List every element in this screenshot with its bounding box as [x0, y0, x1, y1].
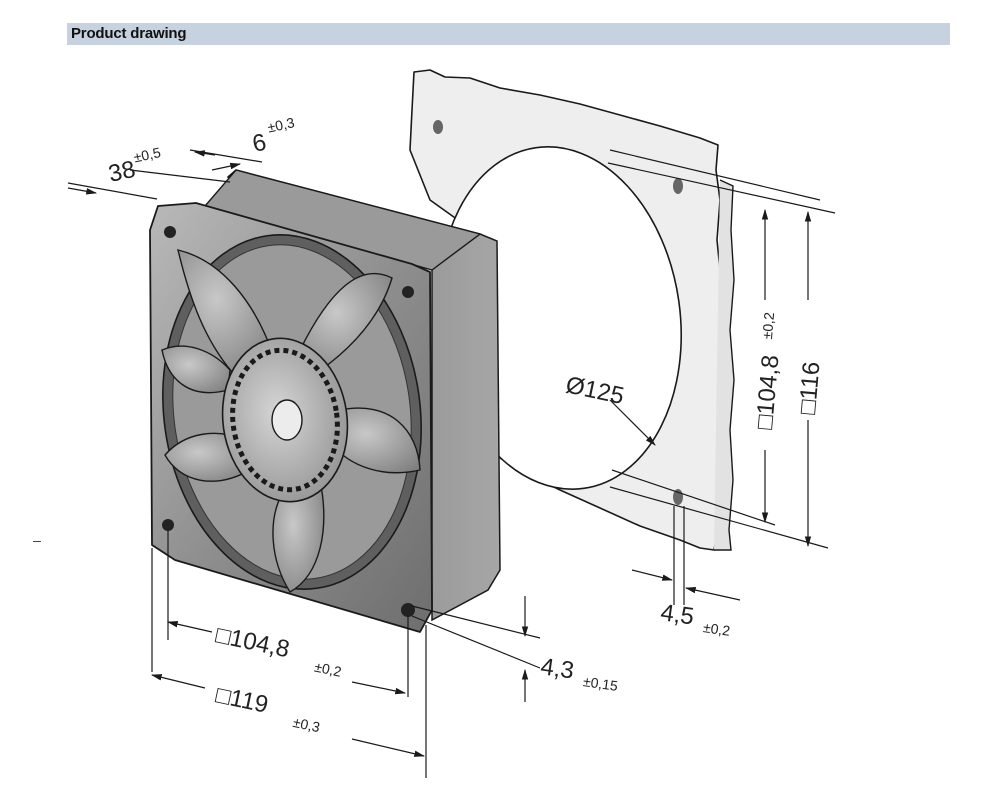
- front-hole-spacing-tolerance: ±0,2: [313, 658, 343, 679]
- depth-value: 38: [106, 156, 138, 188]
- fan-blades: [161, 249, 421, 593]
- section-header-bar: Product drawing: [67, 23, 950, 45]
- cutout-hole-spacing-tolerance: ±0,2: [759, 311, 777, 340]
- fan-body: [149, 169, 501, 633]
- cutout-hole-tolerance: ±0,2: [702, 619, 731, 639]
- cutout-hole-value: 4,5: [659, 599, 696, 630]
- margin-dash: [33, 541, 41, 542]
- hole-diameter-tolerance: ±0,15: [582, 673, 619, 694]
- cutout-hole-spacing-value: □104,8: [751, 354, 784, 431]
- flange-value: 6: [250, 129, 269, 158]
- hole-diameter-value: 4,3: [539, 653, 576, 684]
- fan-hole-bottom-right: [401, 603, 415, 617]
- cutout-hole-top-left: [433, 120, 443, 134]
- cutout-hole-top-right: [673, 178, 683, 194]
- fan-hole-top-right: [402, 286, 414, 298]
- frame-size-value: □119: [213, 681, 270, 718]
- dimension-lines: [67, 149, 836, 778]
- frame-size-tolerance: ±0,3: [292, 714, 322, 735]
- fan-hole-top-left: [164, 226, 176, 238]
- section-title: Product drawing: [71, 25, 187, 42]
- mounting-panel: [409, 69, 735, 551]
- depth-tolerance: ±0,5: [132, 144, 162, 165]
- dimension-labels: 38 ±0,5 6 ±0,3 □104,8 ±0,2 □119 ±0,3 4,3…: [106, 114, 826, 735]
- fan-hole-bottom-left: [162, 519, 174, 531]
- front-hole-spacing-value: □104,8: [213, 621, 292, 663]
- cutout-size-value: □116: [794, 361, 825, 416]
- flange-tolerance: ±0,3: [266, 114, 296, 135]
